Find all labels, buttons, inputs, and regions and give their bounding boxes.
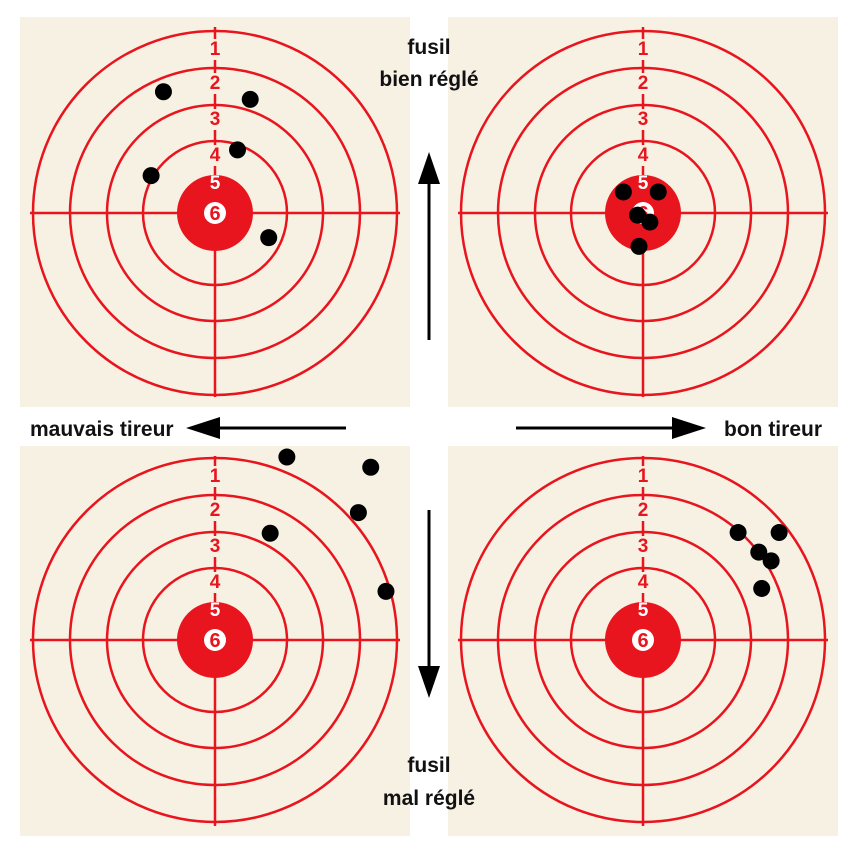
- ring-number-backdrop: [634, 536, 652, 557]
- ring-number-1: 1: [638, 466, 649, 487]
- shot-hole: [729, 524, 747, 542]
- bull-number-6: 6: [209, 630, 220, 652]
- shot-hole: [261, 524, 279, 542]
- ring-4: [141, 139, 289, 287]
- arrow-down: [418, 510, 440, 698]
- ring-number-backdrop: [634, 39, 652, 60]
- ring-number-3: 3: [210, 536, 221, 557]
- shot-hole: [770, 524, 788, 542]
- shot-hole: [649, 183, 667, 201]
- ring-number-backdrop: [206, 73, 224, 94]
- ring-1: [31, 456, 399, 824]
- ring-number-2: 2: [210, 73, 221, 94]
- ring-2: [68, 66, 362, 360]
- ring-number-1: 1: [210, 39, 221, 60]
- ring-3: [105, 530, 325, 750]
- ring-number-backdrop: [206, 39, 224, 60]
- ring-number-backdrop: [634, 466, 652, 487]
- ring-number-1: 1: [210, 466, 221, 487]
- arrow-up: [418, 152, 440, 340]
- shot-hole: [641, 213, 659, 231]
- ring-number-2: 2: [210, 500, 221, 521]
- target-top-left: 1 2 3 4 5 6: [20, 17, 410, 407]
- ring-number-backdrop: [206, 536, 224, 557]
- label-bon-tireur: bon tireur: [724, 418, 822, 441]
- shot-hole: [377, 582, 395, 600]
- bull-number-6: 6: [637, 630, 648, 652]
- ring-number-4: 4: [210, 145, 221, 166]
- ring-number-backdrop: [206, 466, 224, 487]
- ring-number-backdrop: [634, 572, 652, 593]
- ring-number-3: 3: [638, 109, 649, 130]
- shot-hole: [349, 504, 367, 522]
- ring-number-backdrop: [206, 145, 224, 166]
- shot-hole: [750, 543, 768, 561]
- ring-number-backdrop: [634, 145, 652, 166]
- ring-number-5: 5: [638, 173, 649, 194]
- arrow-left: [186, 417, 346, 439]
- ring-number-3: 3: [210, 109, 221, 130]
- shot-hole: [260, 229, 278, 247]
- label-bottom-fusil: fusil: [407, 754, 450, 777]
- ring-4: [569, 566, 717, 714]
- arrow-right: [516, 417, 706, 439]
- target-bottom-left: 1 2 3 4 5 6: [20, 446, 410, 836]
- shot-hole: [753, 579, 771, 597]
- ring-number-backdrop: [634, 73, 652, 94]
- ring-4: [569, 139, 717, 287]
- ring-number-2: 2: [638, 73, 649, 94]
- ring-number-backdrop: [634, 500, 652, 521]
- target-bottom-right: 1 2 3 4 5 6: [448, 446, 838, 836]
- ring-number-1: 1: [638, 39, 649, 60]
- ring-number-5: 5: [210, 173, 221, 194]
- ring-1: [459, 456, 827, 824]
- shot-hole: [630, 237, 648, 255]
- shot-hole: [278, 448, 296, 466]
- ring-number-3: 3: [638, 536, 649, 557]
- ring-2: [496, 66, 790, 360]
- ring-number-backdrop: [634, 109, 652, 130]
- ring-1: [459, 29, 827, 397]
- ring-1: [31, 29, 399, 397]
- label-mauvais-tireur: mauvais tireur: [30, 418, 174, 441]
- targets: 123456123456123456123456: [20, 17, 838, 836]
- ring-number-4: 4: [638, 572, 649, 593]
- ring-3: [105, 103, 325, 323]
- label-top-fusil: fusil: [407, 36, 450, 59]
- shot-hole: [362, 458, 380, 476]
- shot-hole: [614, 183, 632, 201]
- ring-2: [68, 493, 362, 787]
- ring-number-backdrop: [206, 572, 224, 593]
- ring-number-2: 2: [638, 500, 649, 521]
- ring-number-5: 5: [210, 600, 221, 621]
- bull-number-6: 6: [209, 203, 220, 225]
- ring-number-5: 5: [638, 600, 649, 621]
- shot-hole: [241, 90, 259, 108]
- arrows: [186, 152, 706, 698]
- ring-2: [496, 493, 790, 787]
- ring-3: [533, 530, 753, 750]
- bull-number-disc: [632, 629, 654, 651]
- shot-hole: [629, 206, 647, 224]
- ring-number-backdrop: [206, 109, 224, 130]
- shot-hole: [142, 167, 160, 185]
- ring-number-backdrop: [206, 500, 224, 521]
- ring-4: [141, 566, 289, 714]
- label-top-bien-regle: bien réglé: [379, 68, 478, 91]
- ring-3: [533, 103, 753, 323]
- shot-hole: [154, 83, 172, 101]
- shot-hole: [229, 141, 247, 159]
- ring-number-4: 4: [210, 572, 221, 593]
- label-bottom-mal-regle: mal réglé: [383, 787, 475, 810]
- shot-hole: [762, 552, 780, 570]
- ring-number-4: 4: [638, 145, 649, 166]
- bull-number-disc: [204, 629, 226, 651]
- bull-number-disc: [204, 202, 226, 224]
